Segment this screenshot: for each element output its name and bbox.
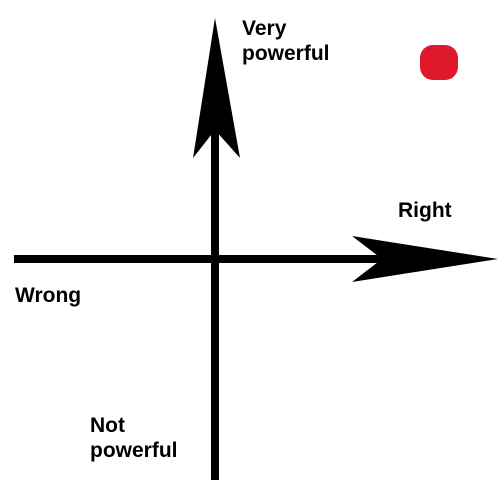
not-powerful-label: Not powerful bbox=[90, 413, 178, 463]
not-powerful-line1: Not bbox=[90, 414, 125, 437]
very-powerful-label: Very powerful bbox=[242, 16, 330, 66]
up-arrowhead bbox=[193, 18, 240, 158]
horizontal-axis bbox=[14, 255, 454, 263]
vertical-axis bbox=[211, 90, 219, 480]
right-arrowhead bbox=[352, 236, 498, 282]
red-marker bbox=[420, 45, 458, 80]
wrong-label: Wrong bbox=[15, 284, 82, 307]
right-label: Right bbox=[398, 199, 452, 222]
not-powerful-line2: powerful bbox=[90, 439, 178, 462]
very-powerful-line2: powerful bbox=[242, 42, 330, 65]
very-powerful-line1: Very bbox=[242, 17, 287, 40]
